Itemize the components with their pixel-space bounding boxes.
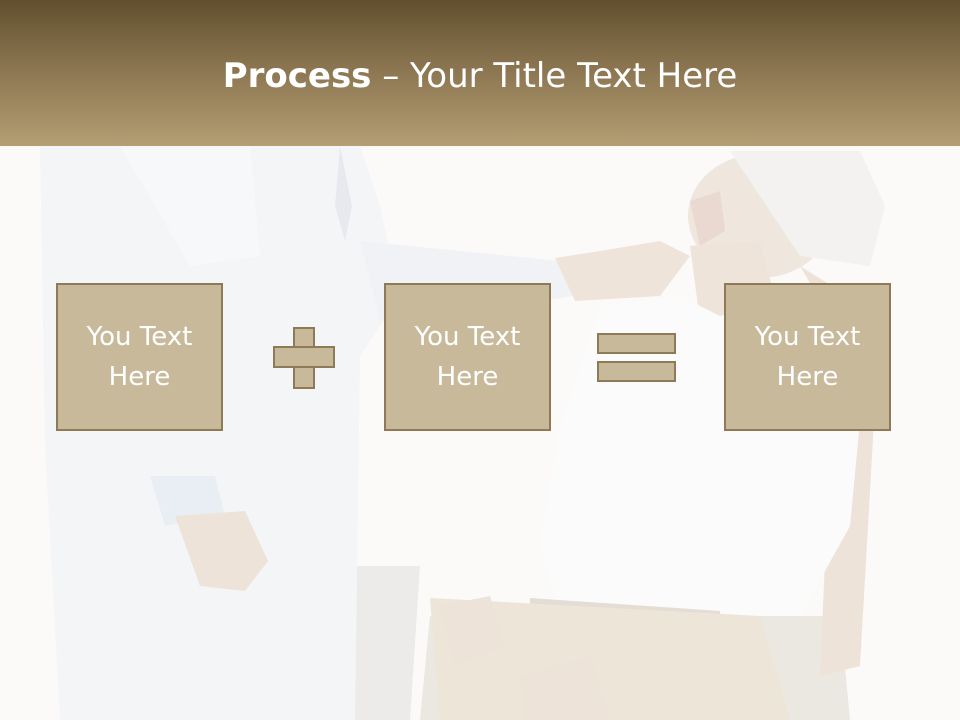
- equals-icon-bottom-bar: [597, 361, 676, 382]
- text-box-1[interactable]: You Text Here: [56, 283, 223, 431]
- text-box-2-label: You Text Here: [414, 322, 521, 392]
- title-banner: Process – Your Title Text Here: [0, 0, 960, 146]
- text-box-1-label: You Text Here: [86, 322, 193, 392]
- plus-icon-center: [295, 348, 313, 366]
- background-photo: [40, 146, 885, 720]
- slide-title[interactable]: Process – Your Title Text Here: [0, 54, 960, 98]
- title-rest: – Your Title Text Here: [371, 56, 738, 96]
- text-box-2[interactable]: You Text Here: [384, 283, 551, 431]
- title-bold: Process: [222, 56, 372, 96]
- text-box-3[interactable]: You Text Here: [724, 283, 891, 431]
- text-box-3-label: You Text Here: [754, 322, 861, 392]
- equals-icon-top-bar: [597, 333, 676, 354]
